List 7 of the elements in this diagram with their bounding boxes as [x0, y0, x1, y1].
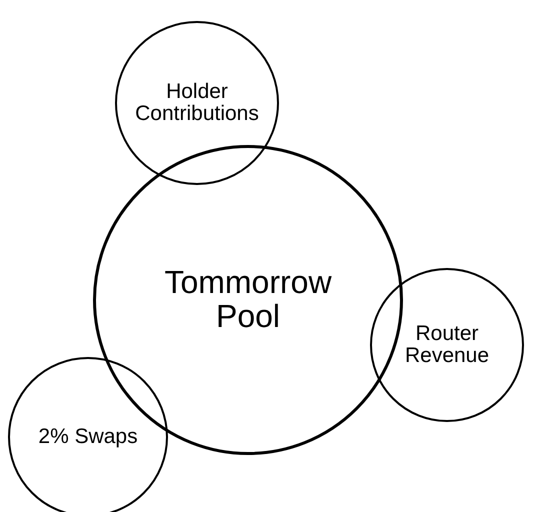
circle-label: 2% Swaps — [38, 426, 138, 448]
circle — [8, 357, 168, 512]
circle-label: Holder Contributions — [134, 80, 260, 126]
circle-label: Router Revenue — [404, 322, 490, 368]
circle — [115, 21, 279, 185]
circle — [370, 268, 524, 422]
circle-label: Tommorrow Pool — [163, 266, 333, 334]
